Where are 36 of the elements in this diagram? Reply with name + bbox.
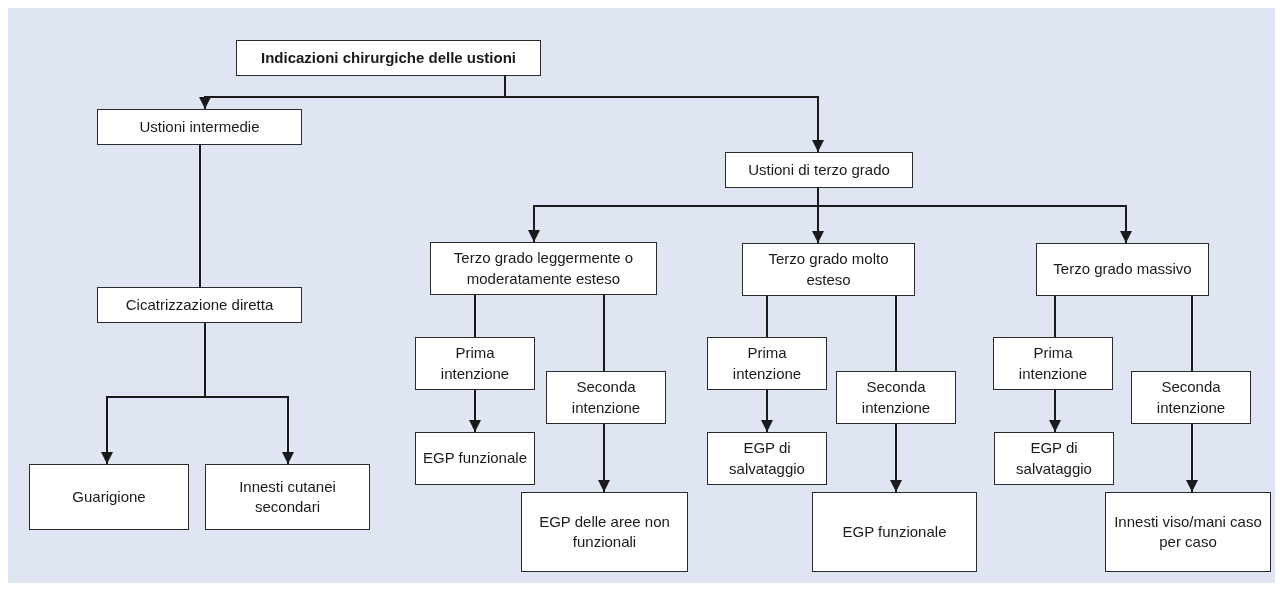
process-box: Terzo grado leggermente o moderatamente esteso bbox=[430, 242, 657, 295]
process-box: EGP funzionale bbox=[415, 432, 535, 485]
connector-line bbox=[199, 144, 201, 288]
arrow bbox=[204, 322, 294, 465]
process-box: Seconda intenzione bbox=[546, 371, 666, 424]
connector-line bbox=[603, 294, 605, 372]
process-box: EGP funzionale bbox=[812, 492, 977, 572]
arrow bbox=[1186, 423, 1198, 493]
title-box: Indicazioni chirurgiche delle ustioni bbox=[236, 40, 541, 76]
arrow bbox=[598, 423, 610, 493]
process-box: Innesti cutanei secondari bbox=[205, 464, 370, 530]
process-box: Ustioni di terzo grado bbox=[725, 152, 913, 188]
process-box: Seconda intenzione bbox=[1131, 371, 1251, 424]
process-box: Terzo grado molto esteso bbox=[742, 243, 915, 296]
connector-line bbox=[474, 294, 476, 338]
arrow bbox=[469, 389, 481, 433]
process-box: Seconda intenzione bbox=[836, 371, 956, 424]
process-box: EGP di salvataggio bbox=[994, 432, 1114, 485]
arrow bbox=[761, 389, 773, 433]
process-box: Ustioni intermedie bbox=[97, 109, 302, 145]
process-box: Guarigione bbox=[29, 464, 189, 530]
arrow bbox=[817, 187, 1132, 244]
process-box: EGP di salvataggio bbox=[707, 432, 827, 485]
process-box: Cicatrizzazione diretta bbox=[97, 287, 302, 323]
connector-line bbox=[766, 295, 768, 338]
connector-line bbox=[895, 295, 897, 372]
process-box: Prima intenzione bbox=[707, 337, 827, 390]
connector-line bbox=[1054, 295, 1056, 338]
arrow bbox=[1049, 389, 1061, 433]
connector-line bbox=[1191, 295, 1193, 372]
process-box: EGP delle aree non funzionali bbox=[521, 492, 688, 572]
process-box: Prima intenzione bbox=[993, 337, 1113, 390]
process-box: Innesti viso/mani caso per caso bbox=[1105, 492, 1271, 572]
process-box: Prima intenzione bbox=[415, 337, 535, 390]
arrow bbox=[890, 423, 902, 493]
process-box: Terzo grado massivo bbox=[1036, 243, 1209, 296]
